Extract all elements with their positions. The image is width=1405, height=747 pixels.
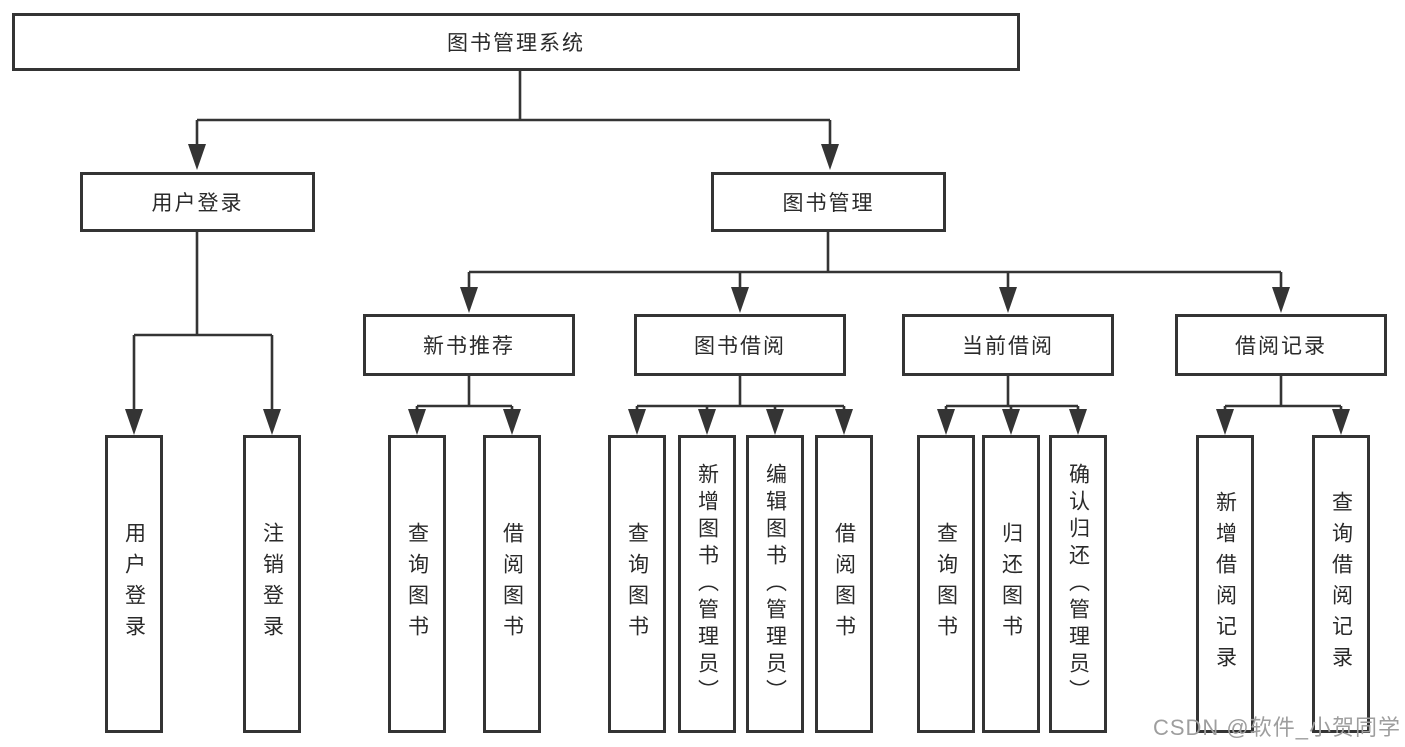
leaf-rec-borrow-books: 借阅图书 [483,435,541,733]
leaf-records-query-record: 查询借阅记录 [1312,435,1370,733]
node-book-management-group: 图书管理 [711,172,946,232]
watermark: CSDN @软件_小贺同学 [1152,715,1401,740]
leaf-rec-query-books: 查询图书 [388,435,446,733]
node-user-login-group: 用户登录 [80,172,315,232]
node-system-root: 图书管理系统 [12,13,1020,71]
node-borrow-records: 借阅记录 [1175,314,1387,376]
leaf-current-return-books: 归还图书 [982,435,1040,733]
leaf-records-add-record: 新增借阅记录 [1196,435,1254,733]
leaf-user-login: 用户登录 [105,435,163,733]
node-book-borrow: 图书借阅 [634,314,846,376]
leaf-current-confirm-return-admin: 确认归还（管理员） [1049,435,1107,733]
leaf-current-query-books: 查询图书 [917,435,975,733]
node-new-book-recommend: 新书推荐 [363,314,575,376]
leaf-borrow-edit-books-admin: 编辑图书（管理员） [746,435,804,733]
arrowheads [125,144,1350,435]
leaf-borrow-borrow-books: 借阅图书 [815,435,873,733]
leaf-borrow-query-books: 查询图书 [608,435,666,733]
leaf-borrow-add-books-admin: 新增图书（管理员） [678,435,736,733]
leaf-logout: 注销登录 [243,435,301,733]
node-current-borrow: 当前借阅 [902,314,1114,376]
